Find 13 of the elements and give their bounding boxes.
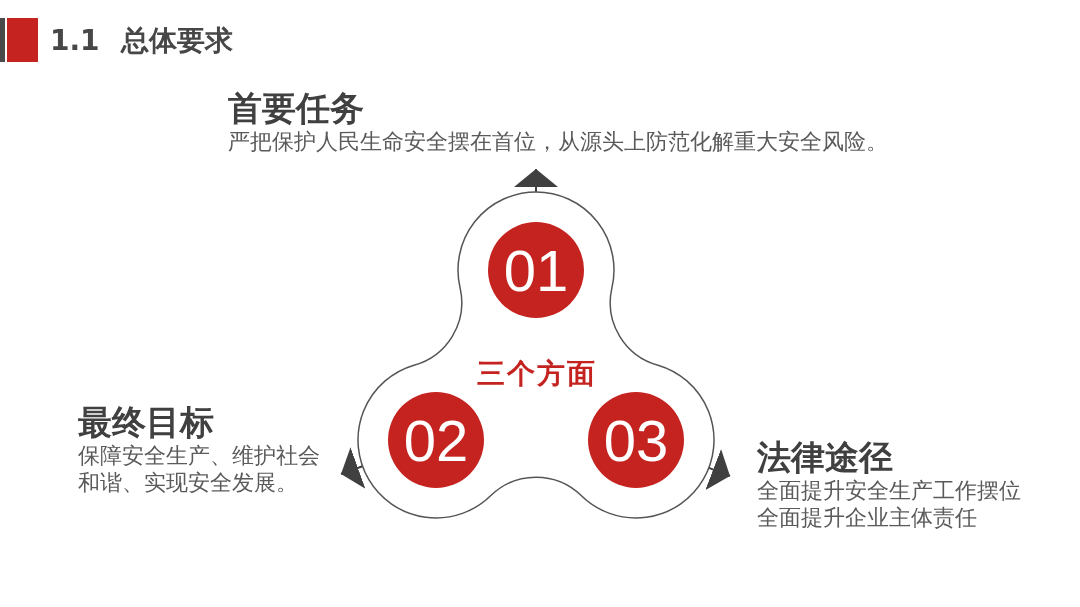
trefoil-shape xyxy=(358,192,714,518)
description-text: 全面提升企业主体责任 xyxy=(757,504,978,531)
slide-title: 1.1 总体要求 xyxy=(50,24,234,58)
section-heading: 法律途径 xyxy=(757,437,894,477)
description-text: 严把保护人民生命安全摆在首位，从源头上防范化解重大安全风险。 xyxy=(228,128,889,155)
section-heading: 最终目标 xyxy=(78,402,215,442)
pointer-arrow xyxy=(340,447,366,489)
description-text: 全面提升安全生产工作摆位 xyxy=(757,477,1022,504)
center-heading: 三个方面 xyxy=(477,358,597,390)
pointer-arrow xyxy=(705,449,731,491)
section-heading: 首要任务 xyxy=(228,88,365,128)
description-text: 保障安全生产、维护社会和谐、实现安全发展。 xyxy=(78,442,321,496)
pointer-arrow xyxy=(514,168,558,193)
